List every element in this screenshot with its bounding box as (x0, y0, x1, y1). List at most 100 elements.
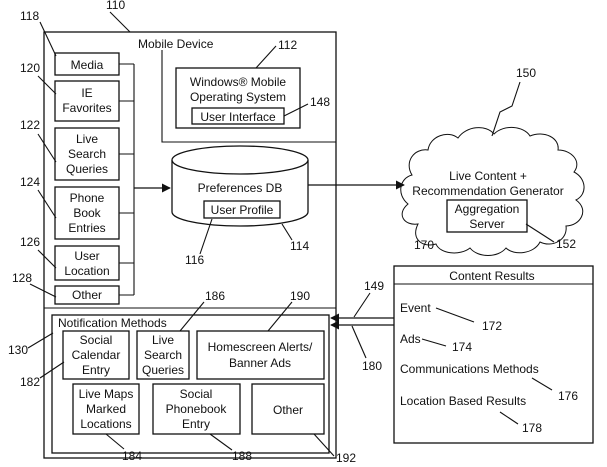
svg-text:Entry: Entry (82, 363, 110, 377)
notify-other: Other (251, 383, 325, 435)
svg-text:174: 174 (452, 340, 472, 354)
svg-text:Communications Methods: Communications Methods (400, 362, 539, 376)
svg-text:Phonebook: Phonebook (166, 402, 228, 416)
leader-190 (267, 301, 293, 332)
leader-126 (37, 249, 57, 269)
notify-live-maps-marked-locations: Live Maps Marked Locations (72, 383, 140, 435)
leader-128 (29, 283, 57, 298)
svg-text:Book: Book (73, 206, 101, 220)
svg-text:Banner Ads: Banner Ads (229, 356, 291, 370)
leader-130 (27, 332, 54, 349)
svg-text:Social: Social (80, 333, 113, 347)
svg-text:Location Based Results: Location Based Results (400, 394, 526, 408)
leader-148 (283, 103, 309, 117)
svg-text:User: User (74, 249, 99, 263)
svg-text:Homescreen Alerts/: Homescreen Alerts/ (208, 340, 313, 354)
leader-188 (209, 433, 233, 451)
notify-homescreen-alerts: Homescreen Alerts/ Banner Ads (196, 330, 325, 380)
ref-128: 128 (12, 271, 32, 285)
leader-184 (105, 433, 125, 450)
svg-text:Marked: Marked (86, 402, 126, 416)
leader-110 (109, 11, 131, 33)
leader-122 (37, 133, 57, 163)
svg-text:176: 176 (558, 389, 578, 403)
ref-170: 170 (414, 238, 434, 252)
svg-text:IE: IE (81, 86, 92, 100)
ref-152: 152 (556, 237, 576, 251)
notify-live-search-queries: Live Search Queries (136, 330, 190, 380)
svg-text:Live: Live (152, 333, 174, 347)
source-media: Media (54, 52, 120, 76)
svg-text:Phone: Phone (70, 191, 105, 205)
result-location-based: Location Based Results 178 (400, 394, 542, 435)
source-bracket (119, 63, 135, 296)
result-communications-methods: Communications Methods 176 (400, 362, 578, 403)
svg-text:Search: Search (68, 147, 106, 161)
leader-118 (39, 21, 57, 57)
svg-text:Queries: Queries (66, 162, 108, 176)
svg-text:Media: Media (71, 58, 104, 72)
ref-149: 149 (364, 279, 384, 293)
svg-text:Search: Search (144, 348, 182, 362)
leader-114 (281, 223, 293, 241)
aggregation-server-line1: Aggregation (455, 202, 520, 216)
os-label-line2: Operating System (190, 90, 286, 104)
cloud-shape (400, 127, 585, 256)
svg-text:172: 172 (482, 319, 502, 333)
leader-149 (353, 292, 371, 318)
os-partition (161, 50, 336, 143)
ref-124: 124 (20, 175, 40, 189)
ref-148: 148 (310, 95, 330, 109)
source-other: Other (54, 285, 120, 305)
cloud-label-line2: Recommendation Generator (412, 184, 563, 198)
leader-192 (313, 433, 335, 457)
user-interface-label: User Interface (200, 110, 276, 124)
mobile-device-title: Mobile Device (138, 37, 214, 51)
ref-184: 184 (122, 449, 142, 463)
svg-text:Queries: Queries (142, 363, 184, 377)
source-live-search-queries: Live Search Queries (54, 127, 120, 181)
svg-text:Social: Social (180, 387, 213, 401)
aggregation-server-line2: Server (469, 217, 504, 231)
leader-124 (37, 189, 57, 219)
svg-text:Other: Other (273, 403, 303, 417)
svg-text:Preferences DB: Preferences DB (198, 181, 283, 195)
ref-186: 186 (205, 289, 225, 303)
result-ads: Ads 174 (400, 332, 472, 354)
ref-150: 150 (516, 66, 536, 80)
svg-text:User Profile: User Profile (211, 203, 274, 217)
svg-text:Other: Other (72, 288, 102, 302)
leader-112 (255, 45, 277, 69)
ref-118: 118 (20, 9, 39, 23)
ref-188: 188 (232, 449, 252, 463)
notify-social-calendar-entry: Social Calendar Entry (62, 330, 130, 380)
ref-190: 190 (290, 289, 310, 303)
leader-150 (491, 81, 521, 137)
content-results-title: Content Results (449, 269, 534, 283)
source-user-location: User Location (54, 245, 120, 281)
ref-130: 130 (8, 343, 28, 357)
notify-social-phonebook-entry: Social Phonebook Entry (152, 383, 241, 435)
leader-186 (179, 301, 205, 332)
leader-120 (37, 75, 57, 95)
leader-180 (351, 325, 367, 359)
leader-116 (199, 218, 213, 255)
ref-180: 180 (362, 359, 382, 373)
ref-112: 112 (278, 38, 297, 52)
preferences-db: Preferences DB User Profile (171, 145, 309, 227)
svg-text:Location: Location (64, 264, 109, 278)
leader-182 (39, 361, 65, 379)
svg-text:Entries: Entries (68, 221, 105, 235)
ref-192: 192 (336, 451, 356, 465)
svg-text:Live Maps: Live Maps (79, 387, 134, 401)
leader-152 (525, 223, 555, 243)
content-results-box (393, 265, 594, 444)
aggregation-server-box (446, 199, 528, 233)
svg-text:Ads: Ads (400, 332, 421, 346)
os-label-line1: Windows® Mobile (190, 75, 287, 89)
svg-text:Favorites: Favorites (62, 101, 111, 115)
source-phone-book-entries: Phone Book Entries (54, 186, 120, 240)
source-ie-favorites: IE Favorites (54, 80, 120, 122)
svg-text:178: 178 (522, 421, 542, 435)
